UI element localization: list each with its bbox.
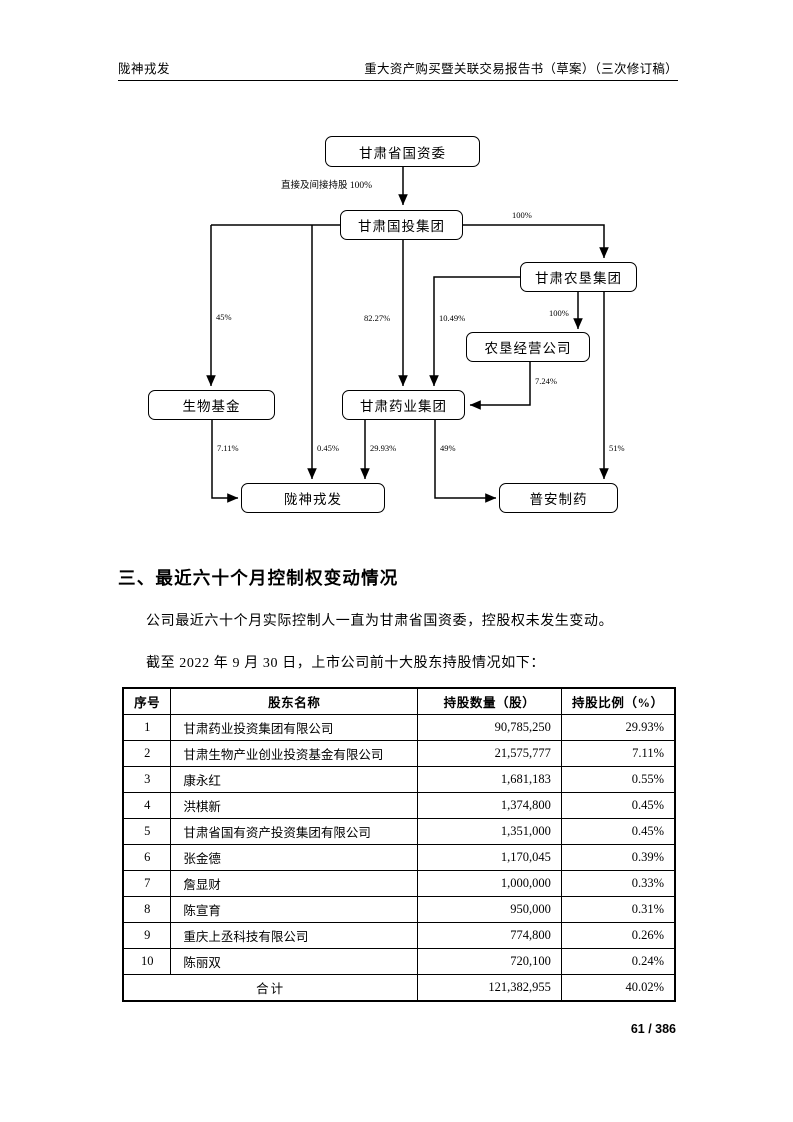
- cell-index: 3: [122, 766, 172, 793]
- header-report-title: 重大资产购买暨关联交易报告书（草案）（三次修订稿）: [364, 62, 678, 76]
- cell-qty: 1,000,000: [417, 870, 562, 897]
- table-row: 10 陈丽双 720,100 0.24%: [122, 948, 676, 975]
- cell-pct: 0.26%: [560, 922, 676, 949]
- edge-label-guotou-to-nongken: 100%: [512, 210, 532, 220]
- cell-index: 10: [122, 948, 172, 975]
- cell-name: 陈丽双: [170, 948, 419, 975]
- cell-name: 甘肃生物产业创业投资基金有限公司: [170, 740, 419, 767]
- table-total-row: 合计 121,382,955 40.02%: [122, 974, 676, 1002]
- table-header-row: 序号 股东名称 持股数量（股） 持股比例（%）: [122, 687, 676, 715]
- node-gansu-guotou-group: 甘肃国投集团: [340, 210, 463, 240]
- paragraph-top-ten-intro: 截至 2022 年 9 月 30 日，上市公司前十大股东持股情况如下：: [146, 656, 545, 671]
- cell-qty: 774,800: [417, 922, 562, 949]
- top-shareholders-table-wrapper: 序号 股东名称 持股数量（股） 持股比例（%） 1 甘肃药业投资集团有限公司 9…: [122, 687, 676, 1002]
- cell-name: 甘肃药业投资集团有限公司: [170, 714, 419, 741]
- cell-index: 8: [122, 896, 172, 923]
- cell-name: 洪棋新: [170, 792, 419, 819]
- node-longshen-rongfa: 陇神戎发: [241, 483, 385, 513]
- cell-qty: 1,351,000: [417, 818, 562, 845]
- cell-qty: 950,000: [417, 896, 562, 923]
- edge-label-pharma-to-longshen: 29.93%: [370, 443, 397, 453]
- cell-name: 詹显财: [170, 870, 419, 897]
- cell-name: 张金德: [170, 844, 419, 871]
- cell-qty: 21,575,777: [417, 740, 562, 767]
- cell-total-qty: 121,382,955: [417, 974, 562, 1002]
- edge-label-biofund-to-longshen: 7.11%: [217, 443, 239, 453]
- cell-index: 6: [122, 844, 172, 871]
- header-company-name: 陇神戎发: [118, 62, 171, 76]
- cell-qty: 1,170,045: [417, 844, 562, 871]
- node-nongken-operating-company: 农垦经营公司: [466, 332, 590, 362]
- cell-pct: 0.33%: [560, 870, 676, 897]
- node-puan-pharmaceutical: 普安制药: [499, 483, 618, 513]
- edge-label-nongken-to-puan: 51%: [609, 443, 625, 453]
- node-gansu-sasac: 甘肃省国资委: [325, 136, 480, 167]
- cell-name: 陈宣育: [170, 896, 419, 923]
- table-row: 1 甘肃药业投资集团有限公司 90,785,250 29.93%: [122, 714, 676, 741]
- edge-label-pharma-to-puan: 49%: [440, 443, 456, 453]
- edge-label-nongken-to-pharma: 10.49%: [439, 313, 466, 323]
- cell-qty: 90,785,250: [417, 714, 562, 741]
- cell-pct: 7.11%: [560, 740, 676, 767]
- edge-label-guotou-to-pharma: 82.27%: [364, 313, 391, 323]
- section-heading: 三、最近六十个月控制权变动情况: [118, 568, 399, 588]
- ownership-structure-diagram: 甘肃省国资委 甘肃国投集团 甘肃农垦集团 农垦经营公司 生物基金 甘肃药业集团 …: [0, 0, 793, 560]
- edge-label-guotou-to-longshen: 0.45%: [317, 443, 339, 453]
- table-row: 3 康永红 1,681,183 0.55%: [122, 766, 676, 793]
- column-header-shareholder-name: 股东名称: [170, 687, 419, 715]
- column-header-index: 序号: [122, 687, 172, 715]
- cell-pct: 29.93%: [560, 714, 676, 741]
- cell-index: 4: [122, 792, 172, 819]
- edge-label-nongken-to-operating-company: 100%: [549, 308, 569, 318]
- cell-qty: 1,374,800: [417, 792, 562, 819]
- cell-index: 5: [122, 818, 172, 845]
- page-header: 陇神戎发 重大资产购买暨关联交易报告书（草案）（三次修订稿）: [118, 52, 678, 81]
- cell-name: 重庆上丞科技有限公司: [170, 922, 419, 949]
- cell-pct: 0.45%: [560, 818, 676, 845]
- cell-qty: 720,100: [417, 948, 562, 975]
- table-row: 8 陈宣育 950,000 0.31%: [122, 896, 676, 923]
- cell-index: 9: [122, 922, 172, 949]
- cell-total-pct: 40.02%: [560, 974, 676, 1002]
- cell-pct: 0.55%: [560, 766, 676, 793]
- cell-index: 1: [122, 714, 172, 741]
- column-header-shareholding-pct: 持股比例（%）: [560, 687, 676, 715]
- edge-label-operating-company-to-pharma: 7.24%: [535, 376, 557, 386]
- table-body: 1 甘肃药业投资集团有限公司 90,785,250 29.93% 2 甘肃生物产…: [122, 714, 676, 1002]
- cell-name: 康永红: [170, 766, 419, 793]
- cell-qty: 1,681,183: [417, 766, 562, 793]
- cell-total-label: 合计: [122, 974, 419, 1002]
- node-gansu-nongken-group: 甘肃农垦集团: [520, 262, 637, 292]
- page-number: 61 / 386: [630, 1022, 676, 1036]
- column-header-shares-held: 持股数量（股）: [417, 687, 562, 715]
- edge-label-sasac-to-guotou: 直接及间接持股 100%: [281, 181, 373, 191]
- table-row: 7 詹显财 1,000,000 0.33%: [122, 870, 676, 897]
- cell-pct: 0.31%: [560, 896, 676, 923]
- table-row: 9 重庆上丞科技有限公司 774,800 0.26%: [122, 922, 676, 949]
- cell-index: 7: [122, 870, 172, 897]
- cell-pct: 0.24%: [560, 948, 676, 975]
- table-row: 5 甘肃省国有资产投资集团有限公司 1,351,000 0.45%: [122, 818, 676, 845]
- paragraph-control-unchanged: 公司最近六十个月实际控制人一直为甘肃省国资委，控股权未发生变动。: [146, 614, 614, 629]
- diagram-connector-lines: [206, 167, 609, 503]
- node-gansu-pharma-group: 甘肃药业集团: [342, 390, 465, 420]
- table-row: 6 张金德 1,170,045 0.39%: [122, 844, 676, 871]
- table-header: 序号 股东名称 持股数量（股） 持股比例（%）: [122, 687, 676, 715]
- table-row: 4 洪棋新 1,374,800 0.45%: [122, 792, 676, 819]
- top-shareholders-table: 序号 股东名称 持股数量（股） 持股比例（%） 1 甘肃药业投资集团有限公司 9…: [122, 687, 676, 1002]
- cell-index: 2: [122, 740, 172, 767]
- cell-name: 甘肃省国有资产投资集团有限公司: [170, 818, 419, 845]
- edge-label-guotou-to-biofund: 45%: [216, 312, 232, 322]
- table-row: 2 甘肃生物产业创业投资基金有限公司 21,575,777 7.11%: [122, 740, 676, 767]
- cell-pct: 0.39%: [560, 844, 676, 871]
- node-biological-fund: 生物基金: [148, 390, 275, 420]
- cell-pct: 0.45%: [560, 792, 676, 819]
